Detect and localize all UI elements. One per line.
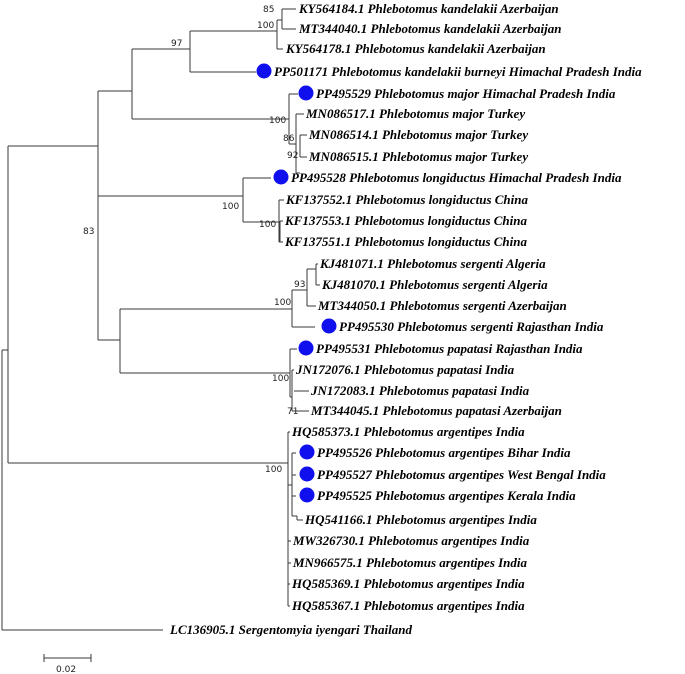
leaf-label: JN172076.1 Phlebotomus papatasi India <box>295 362 515 377</box>
bootstrap-value: 92 <box>287 151 298 161</box>
leaf-label: LC136905.1 Sergentomyia iyengari Thailan… <box>169 622 412 637</box>
leaf-label: MN086515.1 Phlebotomus major Turkey <box>308 149 528 164</box>
bootstrap-value: 100 <box>272 374 289 384</box>
leaf-label: KY564184.1 Phlebotomus kandelakii Azerba… <box>298 1 559 16</box>
bootstrap-values: 85 100 97 100 86 92 100 100 83 93 100 10… <box>83 5 305 475</box>
highlight-markers <box>256 63 337 503</box>
leaf-label: HQ585373.1 Phlebotomus argentipes India <box>291 424 525 439</box>
leaf-label: KJ481070.1 Phlebotomus sergenti Algeria <box>321 277 548 292</box>
leaf-label: KF137552.1 Phlebotomus longiductus China <box>285 192 529 207</box>
bootstrap-value: 93 <box>294 280 305 290</box>
bootstrap-value: 100 <box>222 202 239 212</box>
leaf-label: MN966575.1 Phlebotomus argentipes India <box>292 555 528 570</box>
bootstrap-value: 86 <box>283 134 295 144</box>
highlight-marker <box>273 169 289 185</box>
tree-branches <box>1 8 320 662</box>
leaf-label: MW326730.1 Phlebotomus argentipes India <box>292 533 530 548</box>
bootstrap-value: 100 <box>257 21 274 31</box>
scale-bar-label: 0.02 <box>56 665 76 674</box>
leaf-label: PP495530 Phlebotomus sergenti Rajasthan … <box>339 319 604 334</box>
leaf-label: PP495531 Phlebotomus papatasi Rajasthan … <box>316 341 583 356</box>
highlight-marker <box>299 487 315 503</box>
bootstrap-value: 100 <box>269 116 286 126</box>
bootstrap-value: 83 <box>83 227 94 237</box>
leaf-label: JN172083.1 Phlebotomus papatasi India <box>310 383 530 398</box>
leaf-label: KF137551.1 Phlebotomus longiductus China <box>284 234 528 249</box>
bootstrap-value: 100 <box>274 298 291 308</box>
leaf-label: KJ481071.1 Phlebotomus sergenti Algeria <box>319 256 546 271</box>
highlight-marker <box>298 340 314 356</box>
highlight-marker <box>321 318 337 334</box>
leaf-label: PP495529 Phlebotomus major Himachal Prad… <box>316 86 616 101</box>
bootstrap-value: 85 <box>263 5 274 15</box>
leaf-label: MT344045.1 Phlebotomus papatasi Azerbaij… <box>310 403 562 418</box>
leaf-label: KY564178.1 Phlebotomus kandelakii Azerba… <box>285 41 546 56</box>
bootstrap-value: 100 <box>265 465 282 475</box>
leaf-label: PP495526 Phlebotomus argentipes Bihar In… <box>317 445 571 460</box>
leaf-label: MT344040.1 Phlebotomus kandelakii Azerba… <box>298 21 561 36</box>
leaf-label: PP495528 Phlebotomus longiductus Himacha… <box>291 170 622 185</box>
leaf-label: KF137553.1 Phlebotomus longiductus China <box>284 213 528 228</box>
highlight-marker <box>299 466 315 482</box>
leaf-label: MT344050.1 Phlebotomus sergenti Azerbaij… <box>317 298 567 313</box>
leaf-label: MN086514.1 Phlebotomus major Turkey <box>308 127 528 142</box>
leaf-labels: KY564184.1 Phlebotomus kandelakii Azerba… <box>169 1 642 637</box>
leaf-label: PP495525 Phlebotomus argentipes Kerala I… <box>317 488 576 503</box>
bootstrap-value: 71 <box>287 407 298 417</box>
leaf-label: HQ585369.1 Phlebotomus argentipes India <box>291 576 525 591</box>
leaf-label: HQ541166.1 Phlebotomus argentipes India <box>304 512 537 527</box>
highlight-marker <box>298 85 314 101</box>
highlight-marker <box>256 63 272 79</box>
leaf-label: PP501171 Phlebotomus kandelakii burneyi … <box>274 64 642 79</box>
bootstrap-value: 97 <box>171 39 182 49</box>
highlight-marker <box>299 444 315 460</box>
leaf-label: PP495527 Phlebotomus argentipes West Ben… <box>317 467 606 482</box>
scale-bar <box>43 654 92 662</box>
leaf-label: HQ585367.1 Phlebotomus argentipes India <box>291 598 525 613</box>
bootstrap-value: 100 <box>259 220 276 230</box>
leaf-label: MN086517.1 Phlebotomus major Turkey <box>305 106 525 121</box>
